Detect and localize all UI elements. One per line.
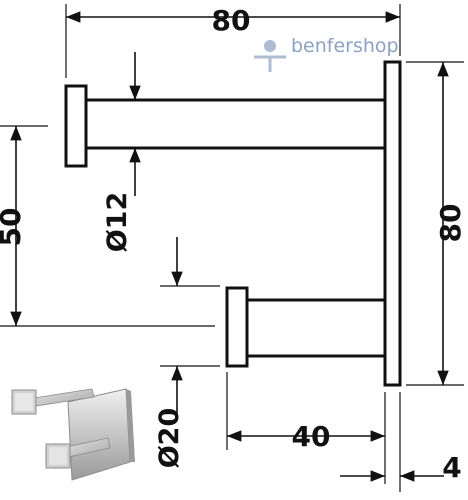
photo-backplate — [67, 388, 131, 481]
dimension-lower-hook-projection: 40 — [226, 372, 386, 484]
backplate — [383, 60, 402, 387]
lower-hook-arm — [245, 298, 387, 358]
photo-backplate-edge — [126, 389, 135, 462]
lower-hook-cap — [225, 286, 249, 368]
benfershop-logo-icon — [254, 40, 286, 72]
dimension-overall-width: 80 — [65, 4, 401, 78]
photo-lower-cap-face — [49, 447, 67, 465]
dimension-plate-thickness: 4 — [340, 392, 462, 492]
dimension-label-plate-thickness: 4 — [442, 451, 461, 484]
brand-name: benfershop — [291, 35, 399, 57]
dimension-label-lower-hook-projection: 40 — [292, 420, 331, 453]
dimension-lower-hook-diameter: Ø20 — [154, 237, 220, 468]
dimension-hook-spacing: 50 — [0, 125, 215, 327]
upper-hook-arm — [84, 98, 387, 150]
dimension-label-upper-hook-diameter: Ø12 — [102, 192, 133, 253]
upper-hook-cap — [64, 84, 88, 168]
upper-hook — [64, 84, 387, 168]
dimension-upper-hook-diameter: Ø12 — [102, 52, 141, 253]
dimension-overall-height: 80 — [406, 61, 467, 386]
photo-upper-cap-face — [15, 393, 33, 411]
dimension-label-overall-height: 80 — [434, 204, 467, 243]
lower-hook — [225, 286, 387, 368]
dimension-label-lower-hook-diameter: Ø20 — [154, 408, 185, 469]
benfershop-logo: benfershop — [254, 35, 399, 72]
double-robe-hook-photo — [11, 388, 135, 481]
dimension-label-overall-width: 80 — [212, 4, 251, 37]
dimension-label-hook-spacing: 50 — [0, 208, 27, 247]
